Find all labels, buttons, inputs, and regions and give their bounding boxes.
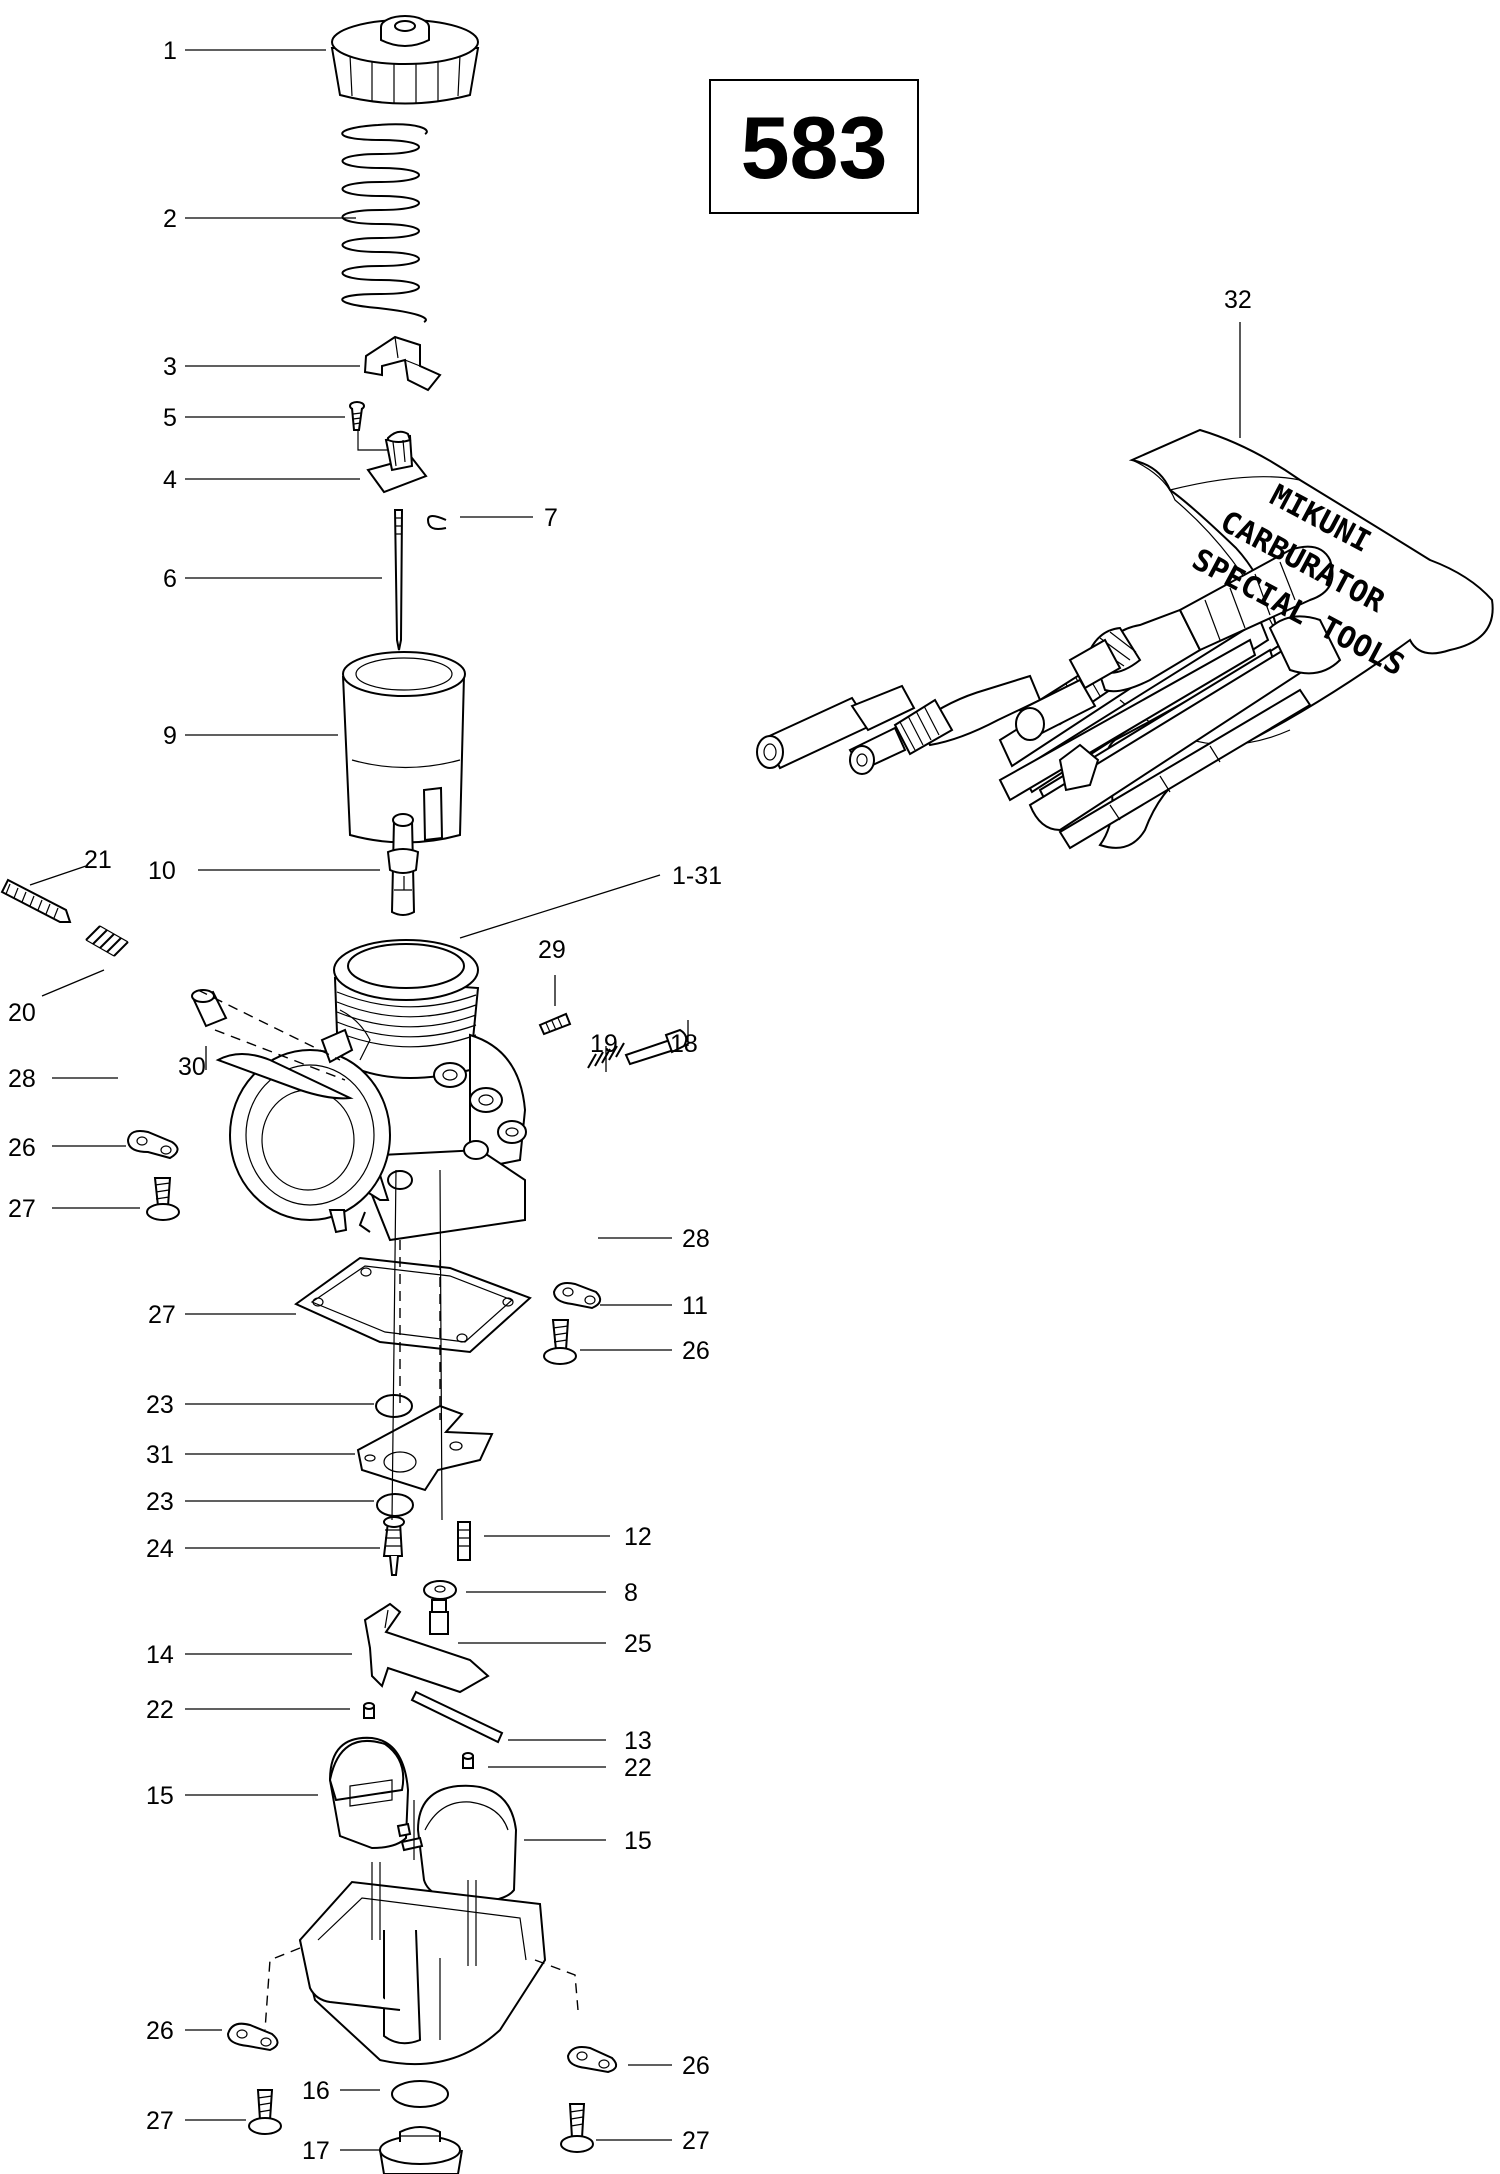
callout-15-left: 15 [146,1782,174,1810]
callout-17: 17 [302,2137,330,2165]
callout-4: 4 [163,466,177,494]
callout-5: 5 [163,404,177,432]
part-clamp-lower-left [226,2022,279,2052]
part-float-left [328,1736,412,1850]
part-float-bowl [298,1862,547,2066]
callout-21: 21 [84,846,112,874]
part-needle-valve [382,1516,405,1576]
part-float-right [400,1784,518,1904]
part-needle-jet [386,813,420,916]
callout-29: 29 [538,936,566,964]
callout-14: 14 [146,1641,174,1669]
callout-22-left: 22 [146,1696,174,1724]
callout-26-lower-right: 26 [682,2052,710,2080]
part-pilot-screw [538,1012,572,1036]
part-clip-plate [363,335,442,392]
part-float-needle-left [363,1702,375,1719]
part-e-clip [426,515,447,530]
callout-26-lower-left: 26 [146,2017,174,2045]
callout-18: 18 [670,1030,698,1058]
part-clamp-lower-right [566,2046,618,2074]
part-cap [330,15,480,105]
callout-26-left: 26 [8,1134,36,1162]
callout-11: 27 [148,1301,176,1329]
callout-28-right: 28 [682,1225,710,1253]
callout-27-lower-left: 27 [146,2107,174,2135]
callout-22-right: 22 [624,1754,652,1782]
callout-27-lower-right: 27 [682,2127,710,2155]
part-tool-kit: MIKUNI CARBURATOR SPECIAL TOOLS [756,428,1494,850]
callout-3: 3 [163,353,177,381]
part-screw-27-lower-right [560,2103,594,2153]
part-carburetor-body [215,939,527,1242]
callout-27-left: 27 [8,1195,36,1223]
part-clamp-right [552,1282,602,1310]
callout-10: 10 [148,857,176,885]
part-jet-needle [393,509,404,651]
callout-1: 1 [163,37,177,65]
part-idle-screw [0,878,72,923]
part-needle-holder [357,430,428,494]
part-idle-spring [85,925,129,957]
callout-32: 32 [1224,286,1252,314]
callout-7: 7 [544,504,558,532]
page-number-box: 583 [709,79,919,214]
part-screw-5 [349,401,365,431]
part-vent-hose-right [548,1178,594,1297]
part-pilot-jet [457,1521,471,1561]
callout-31: 31 [146,1441,174,1469]
callout-6: 6 [163,565,177,593]
part-throttle-slide [342,651,466,844]
callout-27-right: 26 [682,1337,710,1365]
part-spring [341,123,428,323]
part-washer [423,1580,457,1600]
callout-23-bottom: 23 [146,1488,174,1516]
page-number: 583 [741,98,888,197]
callout-9: 9 [163,722,177,750]
callout-30: 30 [178,1053,206,1081]
part-screw-27-left [146,1177,180,1221]
callout-1-31: 1-31 [672,862,722,890]
part-float-pin [410,1690,504,1744]
callout-25: 25 [624,1630,652,1658]
part-air-screw [624,1028,688,1066]
part-drain-plug [379,2126,463,2174]
part-float-arm [363,1602,490,1694]
callout-16: 16 [302,2077,330,2105]
callout-8: 8 [624,1579,638,1607]
callout-19: 19 [590,1030,618,1058]
part-float-needle-right [462,1752,474,1769]
callouts: 1 2 3 5 4 7 6 9 10 21 1-31 29 20 19 18 2… [8,37,1252,2165]
part-screw-27-right [543,1319,577,1365]
alignment-lines [197,989,579,2031]
callout-23-top: 23 [146,1391,174,1419]
part-screw-27-lower-left [248,2089,282,2135]
part-bowl-o-ring [391,2080,449,2108]
part-o-ring-top [375,1394,413,1418]
callout-2: 2 [163,205,177,233]
callout-26-right: 11 [682,1292,708,1320]
callout-15-right: 15 [624,1827,652,1855]
callout-13: 13 [624,1727,652,1755]
callout-28-left: 28 [8,1065,36,1093]
callout-24: 24 [146,1535,174,1563]
part-main-jet [429,1599,449,1635]
part-o-ring-bottom [376,1493,414,1517]
part-clamp-left [126,1130,179,1160]
part-float-gasket [294,1256,532,1354]
part-sleeve [191,989,228,1028]
part-spacer-plate [356,1404,494,1492]
callout-20: 20 [8,999,36,1027]
callout-12: 12 [624,1523,652,1551]
